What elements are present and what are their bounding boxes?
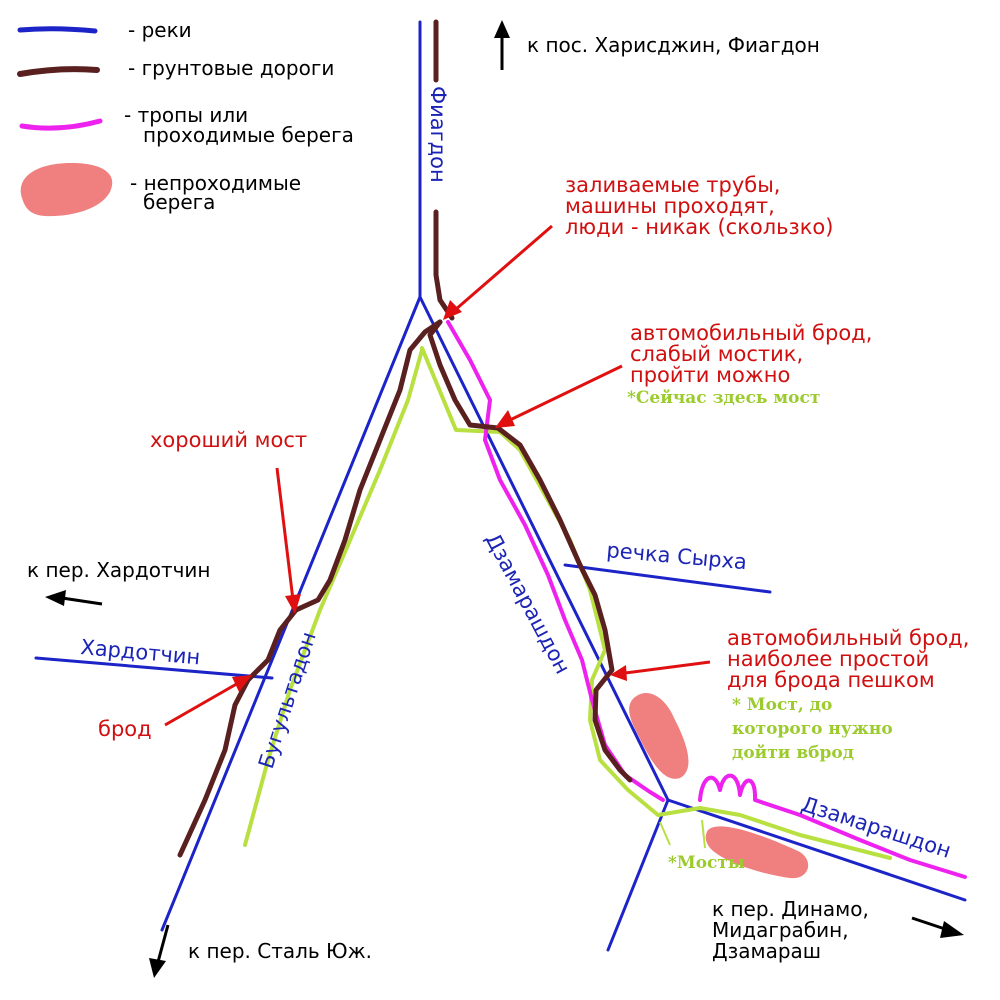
trail-dzamarashdon-lower: [698, 773, 967, 879]
note-pipes-line2: машины проходят,: [565, 194, 775, 218]
note-ford1-green: *Сейчас здесь мост: [627, 388, 820, 408]
note-ford1-line3: пройти можно: [630, 363, 790, 387]
river-dzamarashdon-lower: [666, 798, 967, 902]
pointer-ford2: [624, 660, 711, 675]
legend-rivers: - реки: [128, 18, 192, 42]
river-dzamarashdon-south: [606, 798, 670, 952]
pointer-ford1: [509, 364, 623, 422]
arrow-west-head: [45, 590, 66, 606]
direction-south: к пер. Сталь Юж.: [188, 939, 372, 963]
impassable-bank-right: [629, 692, 689, 779]
label-syrha: речка Сырха: [606, 538, 748, 574]
pointer-bridges-2: [701, 819, 706, 849]
rivers: [34, 20, 967, 952]
impassable-bank-lower: [705, 826, 809, 879]
direction-north: к пос. Харисджин, Фиагдон: [527, 33, 820, 57]
arrow-south-icon: [156, 924, 170, 963]
note-pipes-line3: люди - никак (скользко): [565, 215, 833, 239]
legend-trails-line1: - тропы или: [124, 103, 248, 127]
green-path-bugultadon: [243, 348, 424, 847]
note-ford1-line2: слабый мостик,: [630, 342, 803, 366]
legend-impassable-line1: - непроходимые: [130, 171, 301, 195]
note-ford: брод: [98, 717, 152, 741]
pointer-pipes-head: [443, 300, 462, 320]
note-pipes-line1: заливаемые трубы,: [565, 173, 781, 197]
pointer-good-bridge-head: [285, 594, 301, 614]
legend-trails-line2: проходимые берега: [143, 123, 354, 147]
river-syrha: [563, 563, 772, 594]
note-ford2-green-line1: * Мост, до: [732, 695, 832, 715]
arrow-southeast-icon: [911, 916, 949, 932]
road-bugultadon: [177, 319, 443, 858]
pointer-good-bridge: [275, 467, 295, 601]
pointer-ford2-head: [610, 665, 627, 681]
river-dzamarashdon-upper: [418, 295, 670, 802]
arrow-south-head: [149, 958, 166, 978]
label-fiagdon: Фиагдон: [426, 86, 450, 183]
legend-trail-swatch: [19, 118, 103, 131]
note-ford2-line3: для брода пешком: [727, 668, 935, 692]
trails: [243, 320, 967, 879]
green-path-dzamarashdon: [420, 346, 892, 860]
arrow-west-icon: [61, 596, 103, 606]
note-good-bridge: хороший мост: [150, 428, 307, 452]
label-bugultadon: Бугультадон: [254, 629, 321, 772]
note-ford2-green-line2: которого нужно: [732, 719, 893, 739]
direction-arrows: [45, 20, 964, 978]
legend: - реки - грунтовые дороги - тропы или пр…: [17, 18, 354, 217]
note-ford2-green-line3: дойти вброд: [732, 743, 854, 763]
note-ford2-line2: наиболее простой: [727, 647, 929, 671]
roads: [177, 19, 633, 858]
bridge-pointers: [659, 819, 706, 849]
direction-southeast-line3: Дзамараш: [712, 939, 821, 963]
road-fiagdon-mid: [433, 209, 455, 321]
note-pointers: [164, 224, 711, 727]
direction-southeast-line1: к пер. Динамо,: [712, 897, 869, 921]
legend-road-swatch: [17, 66, 100, 77]
pointer-ford: [164, 680, 241, 727]
direction-southeast-line2: Мидагрaбин,: [712, 918, 849, 942]
note-ford1-line1: автомобильный брод,: [630, 321, 872, 345]
pointer-ford1-head: [495, 410, 515, 428]
legend-impassable-swatch: [20, 162, 113, 217]
legend-river-swatch: [17, 26, 98, 34]
legend-impassable-line2: берега: [143, 190, 215, 214]
arrow-southeast-head: [940, 921, 964, 938]
pointer-pipes: [454, 224, 553, 312]
river-hardotchin: [34, 656, 274, 680]
arrow-north-head: [494, 20, 510, 38]
legend-roads: - грунтовые дороги: [128, 56, 334, 80]
road-dzamarashdon: [427, 319, 633, 783]
direction-west: к пер. Хардотчин: [27, 558, 211, 582]
note-ford2-line1: автомобильный брод,: [727, 626, 969, 650]
note-bridges: *Мосты: [668, 853, 745, 873]
pointer-ford-head: [232, 675, 252, 692]
pointer-bridges-1: [659, 821, 671, 846]
